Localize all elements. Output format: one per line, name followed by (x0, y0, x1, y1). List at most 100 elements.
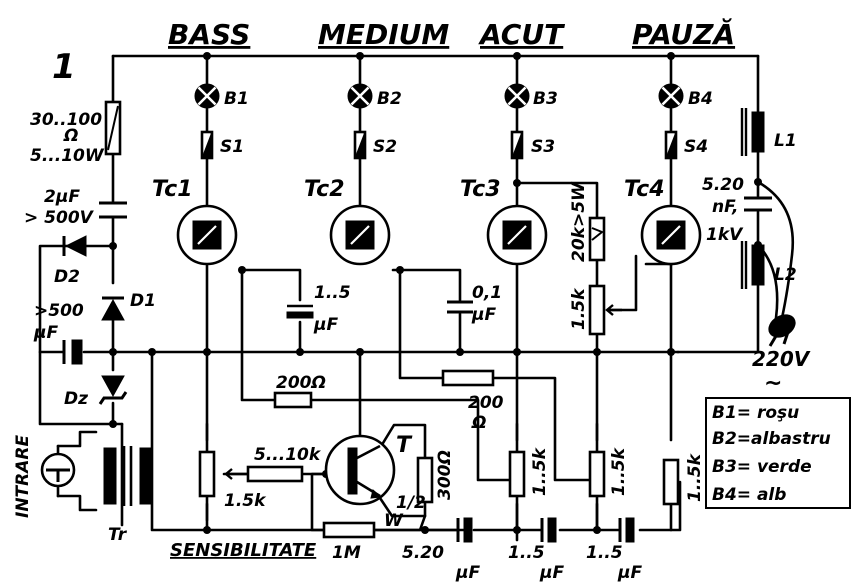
capacitor-value: μF (471, 305, 497, 325)
lamp-label: B3 (533, 89, 558, 109)
diode-d1 (101, 296, 125, 321)
fuse-label: S1 (220, 137, 244, 157)
legend-entry: B2=albastru (712, 429, 831, 449)
figure-number: 1 (52, 47, 76, 87)
potentiometer-value: 1..5k (530, 446, 550, 496)
acut-output-potentiometer (662, 458, 680, 506)
fuse-label: S2 (373, 137, 397, 157)
resistor-value: Ω (63, 126, 78, 146)
bass-potentiometer (508, 450, 526, 498)
resistor-value: 30..100 (30, 110, 102, 130)
sensitivity-potentiometer (198, 450, 216, 498)
section-title-bass: BASS (168, 18, 250, 51)
input-capacitor (99, 201, 127, 219)
potentiometer-value: 1..5k (609, 446, 629, 496)
potentiometer-value: 1..5k (685, 452, 705, 502)
lamp-label: B4 (688, 89, 713, 109)
output-capacitor-2 (540, 517, 557, 543)
capacitor-value: > 500V (24, 208, 95, 228)
capacitor-value: >500 (34, 301, 84, 321)
mains-ac-symbol: ~ (764, 371, 782, 396)
sensitivity-label: SENSIBILITATE (170, 540, 317, 561)
wiper-arrow (224, 468, 248, 480)
capacitor-value: μF (617, 563, 643, 583)
inductor-label: L1 (774, 131, 797, 151)
resistor-adjust-mark (107, 105, 119, 151)
legend-entry: B1= roşu (712, 403, 799, 423)
fuse-s4 (664, 130, 678, 160)
thyristor-tc2 (329, 204, 391, 266)
lamp-label: B1 (224, 89, 249, 109)
diode-label: Dz (64, 389, 88, 409)
capacitor-value: nF, (712, 197, 739, 217)
input-label: INTRARE (13, 435, 33, 518)
legend-entry: B4= alb (712, 485, 786, 505)
lamp-label: B2 (377, 89, 402, 109)
capacitor-value: 1..5 (314, 283, 351, 303)
resistor-power: 1/2 (396, 493, 426, 513)
zener-diode-dz (98, 375, 128, 405)
fuse-s1 (200, 130, 214, 160)
legend-entry: B3= verde (712, 457, 812, 477)
capacitor-value: 1kV (706, 225, 744, 245)
filter-capacitor (62, 339, 83, 365)
potentiometer-value: 1.5k (569, 287, 589, 330)
inductor-l1 (740, 108, 765, 156)
section-title-pauza: PAUZĂ (632, 17, 735, 51)
medium-resistor (441, 369, 495, 387)
diode-d2 (62, 235, 87, 257)
capacitor-value: 5.20 (402, 543, 444, 563)
acut-potentiometer (588, 284, 606, 336)
capacitor-value: μF (33, 323, 59, 343)
medium-capacitor (447, 300, 473, 314)
resistor-value: 5...10W (30, 146, 105, 166)
thyristor-label: Tc4 (624, 177, 665, 202)
resistor-value: 5...10k (254, 445, 322, 465)
diode-label: D1 (130, 291, 156, 311)
mains-voltage: 220V (752, 347, 811, 371)
capacitor-value: 5.20 (702, 175, 744, 195)
transistor-t (324, 434, 396, 506)
fuse-label: S3 (531, 137, 555, 157)
legend-box (705, 397, 851, 509)
sensitivity-resistor (246, 465, 304, 483)
medium-potentiometer (588, 450, 606, 498)
transformer-label: Tr (108, 525, 128, 545)
bass-resistor (273, 391, 313, 409)
inductor-label: L2 (774, 265, 797, 285)
fuse-s3 (510, 130, 524, 160)
bass-capacitor (285, 304, 315, 320)
thyristor-label: Tc3 (460, 177, 501, 202)
capacitor-value: 2μF (44, 187, 80, 207)
resistor-zigzag (591, 227, 604, 241)
wiper-arrow (605, 304, 622, 316)
capacitor-value: μF (539, 563, 565, 583)
lamp-b3 (503, 82, 531, 110)
potentiometer-value: 1.5k (224, 491, 267, 511)
inductor-l2 (740, 241, 765, 289)
capacitor-value: μF (455, 563, 481, 583)
input-jack-icon (40, 452, 76, 488)
section-title-acut: ACUT (478, 18, 565, 51)
lc-capacitor (744, 196, 772, 212)
section-title-medium: MEDIUM (318, 18, 449, 51)
resistor-value: 300Ω (435, 450, 455, 500)
resistor-value: 20k>5W (569, 181, 589, 262)
thyristor-label: Tc1 (152, 177, 193, 202)
diode-label: D2 (54, 267, 80, 287)
transistor-label: T (396, 433, 413, 458)
output-capacitor-3 (618, 517, 635, 543)
lamp-b4 (657, 82, 685, 110)
fuse-s2 (353, 130, 367, 160)
capacitor-value: μF (313, 315, 339, 335)
lamp-b1 (193, 82, 221, 110)
capacitor-value: 1..5 (586, 543, 623, 563)
resistor-1m (322, 521, 376, 539)
capacitor-value: 0,1 (472, 283, 502, 303)
fuse-label: S4 (684, 137, 708, 157)
output-capacitor-1 (456, 517, 473, 543)
thyristor-tc3 (486, 204, 548, 266)
resistor-300 (416, 456, 434, 504)
resistor-value: 200 (468, 393, 504, 413)
thyristor-tc4 (640, 204, 702, 266)
